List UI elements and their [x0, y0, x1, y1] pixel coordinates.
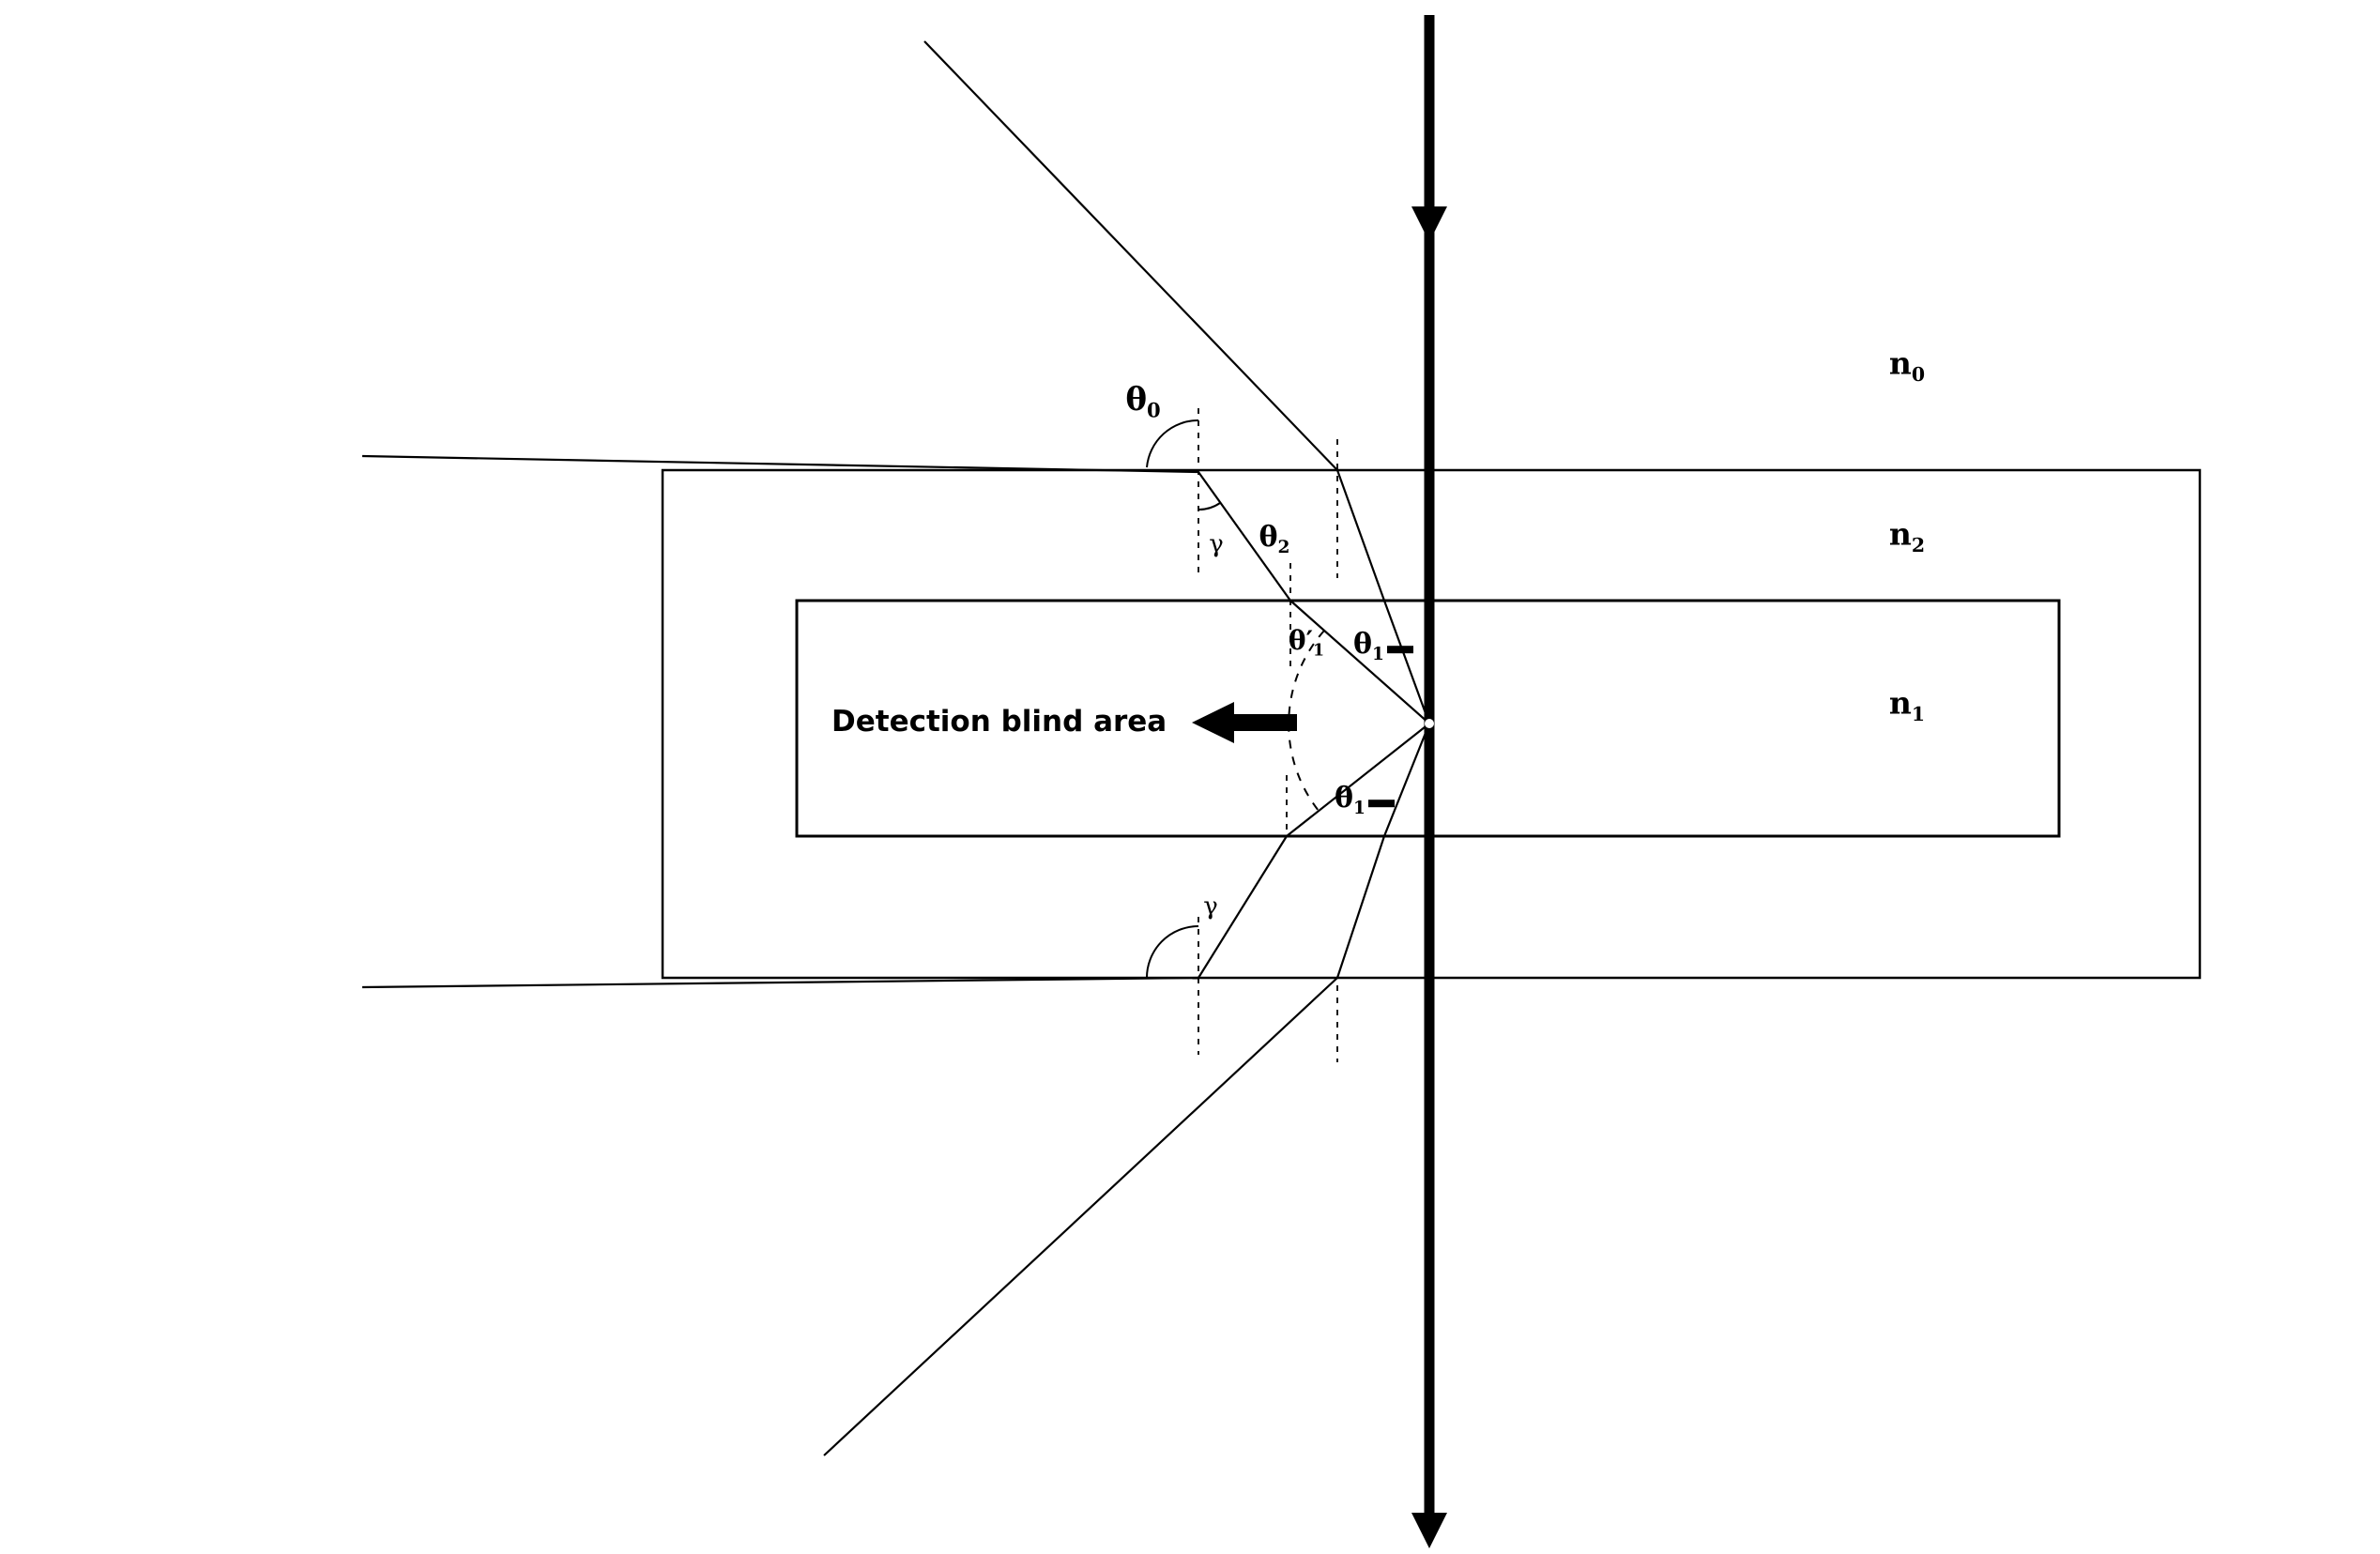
label-theta1-prime: θ′1: [1289, 628, 1324, 660]
n0-sub: 0: [1911, 363, 1926, 387]
label-n2: n2: [1889, 518, 1925, 555]
ray-n2-top-critical: [1198, 471, 1291, 602]
n1-sub: 1: [1911, 703, 1926, 726]
theta1-upper-sub: 1: [1372, 645, 1384, 665]
label-gamma-lower: γ: [1203, 894, 1218, 919]
n2-base: n: [1888, 515, 1912, 553]
arc-gamma-top: [1198, 502, 1221, 511]
theta2-base: θ: [1259, 521, 1278, 555]
theta2-sub: 2: [1277, 538, 1290, 558]
theta1-prime-sub: 1: [1312, 641, 1325, 661]
label-theta0: θ0: [1125, 384, 1160, 420]
label-theta1-lower: θ1: [1335, 785, 1395, 818]
vertical-axis: [1411, 15, 1447, 1548]
label-n0: n0: [1889, 347, 1925, 384]
label-gamma-upper: γ: [1209, 532, 1224, 556]
theta1-upper-base: θ: [1353, 628, 1373, 662]
arc-theta0: [1146, 419, 1199, 468]
ray-n2-top-steep: [1335, 469, 1386, 602]
n1-base: n: [1888, 684, 1912, 722]
theta1-lower-bar-icon: [1367, 800, 1395, 808]
n2-sub: 2: [1911, 534, 1926, 557]
blind-area-text: Detection blind area: [831, 705, 1167, 739]
theta1-lower-sub: 1: [1353, 799, 1365, 819]
axis-arrowhead-lower-icon: [1411, 1513, 1447, 1548]
theta0-base: θ: [1125, 380, 1148, 419]
ray-n2-bottom-critical: [1198, 835, 1288, 979]
blind-area-arrow-icon: [1192, 702, 1297, 743]
theta1-prime-base: θ′: [1288, 625, 1313, 657]
gamma-upper-text: γ: [1209, 530, 1224, 558]
ray-n1-bottom-critical: [1286, 723, 1430, 837]
steep-ray-top: [923, 40, 1338, 471]
arc-gamma-bottom: [1145, 925, 1199, 980]
n0-base: n: [1888, 344, 1912, 382]
axis-arrowhead-upper-icon: [1411, 206, 1447, 242]
label-theta1-upper: θ1: [1353, 631, 1413, 664]
ray-n2-bottom-steep: [1335, 835, 1386, 979]
theta1-upper-bar-icon: [1386, 646, 1413, 654]
grazing-ray-bottom: [361, 976, 1199, 989]
theta1-lower-base: θ: [1335, 782, 1354, 815]
ray-n1-top-critical: [1289, 600, 1430, 724]
gamma-lower-text: γ: [1203, 892, 1218, 921]
arc-blind-cone: [1288, 630, 1325, 812]
label-n1: n1: [1889, 687, 1925, 724]
theta0-sub: 0: [1147, 398, 1161, 422]
source-point: [1425, 719, 1434, 728]
label-theta2: θ2: [1259, 524, 1290, 557]
steep-ray-bottom: [823, 977, 1338, 1456]
ray-n1-top-steep: [1382, 600, 1431, 724]
blind-area-caption: Detection blind area: [831, 705, 1167, 739]
ray-n1-bottom-steep: [1382, 723, 1431, 837]
